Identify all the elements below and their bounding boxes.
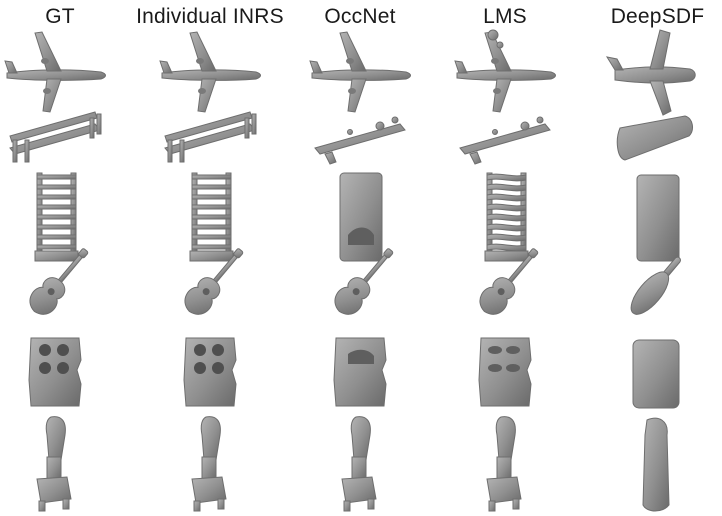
guitar-gt-shape bbox=[29, 248, 89, 315]
chair-deepsdf-shape bbox=[642, 417, 670, 512]
bench-lms-shape bbox=[459, 116, 551, 165]
guitar-occnet-shape bbox=[334, 248, 394, 315]
column-header-individual-inrs: Individual INRS bbox=[136, 5, 284, 28]
chair-lms-shape bbox=[486, 416, 522, 512]
cabinet-lms-shape bbox=[478, 337, 532, 407]
shelf-gt-shape bbox=[34, 172, 79, 262]
column-header-occnet: OccNet bbox=[324, 5, 396, 28]
guitar-lms-shape bbox=[479, 248, 539, 315]
column-header-lms: LMS bbox=[483, 5, 527, 28]
airplane-inrs-shape bbox=[159, 31, 261, 113]
shelf-inrs-shape bbox=[189, 172, 234, 262]
bench-occnet-shape bbox=[314, 116, 406, 165]
cabinet-occnet-shape bbox=[333, 337, 387, 407]
shelf-occnet-shape bbox=[339, 172, 383, 262]
bench-inrs-shape bbox=[164, 111, 257, 163]
chair-inrs-shape bbox=[191, 416, 227, 512]
cabinet-inrs-shape bbox=[183, 337, 237, 407]
guitar-inrs-shape bbox=[184, 248, 244, 315]
shelf-lms-shape bbox=[484, 172, 529, 262]
airplane-lms-shape bbox=[454, 29, 556, 113]
guitar-deepsdf-shape bbox=[630, 256, 681, 315]
bench-deepsdf-shape bbox=[616, 115, 693, 161]
column-header-gt: GT bbox=[45, 5, 75, 28]
airplane-occnet-shape bbox=[309, 31, 411, 113]
shelf-deepsdf-shape bbox=[636, 174, 680, 262]
chair-gt-shape bbox=[36, 416, 72, 512]
cabinet-gt-shape bbox=[28, 337, 82, 407]
chair-occnet-shape bbox=[341, 416, 377, 512]
bench-gt-shape bbox=[9, 111, 102, 163]
cabinet-deepsdf-shape bbox=[632, 339, 680, 409]
column-header-deepsdf: DeepSDF bbox=[610, 5, 705, 28]
airplane-deepsdf-shape bbox=[605, 29, 696, 116]
airplane-gt-shape bbox=[4, 31, 106, 113]
